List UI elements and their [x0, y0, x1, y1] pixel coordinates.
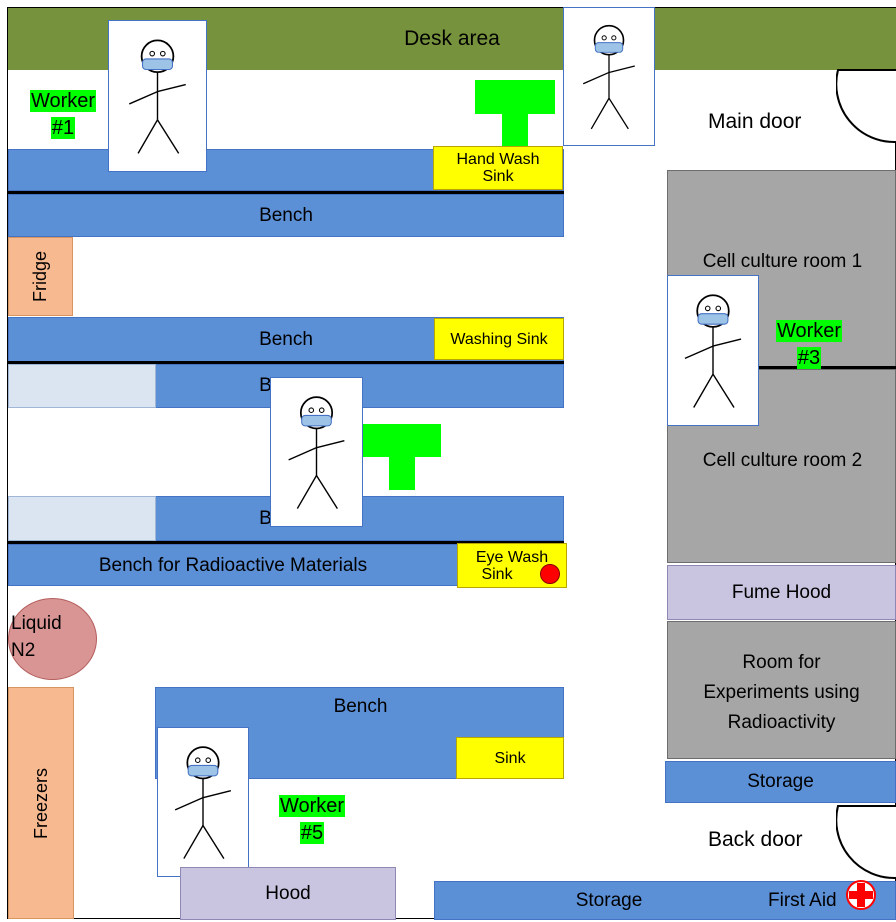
person-worker-1	[108, 20, 207, 172]
bench-divider-line	[8, 361, 564, 364]
bench-1: Bench	[8, 194, 564, 237]
worker-3-label: Worker #3	[776, 320, 843, 369]
storage-right: Storage	[665, 761, 896, 803]
red-dot-icon	[540, 564, 560, 584]
worker-1-label: Worker #1	[30, 90, 97, 139]
stick-figure-with-mask-icon	[287, 396, 346, 510]
main-door-label: Main door	[708, 110, 802, 133]
washing-sink: Washing Sink	[434, 318, 564, 360]
first-aid-label: First Aid	[768, 890, 837, 911]
back-door-label: Back door	[708, 828, 803, 851]
room-divider-line	[667, 366, 896, 369]
sink: Sink	[456, 737, 564, 779]
freezers: Freezers	[8, 687, 74, 919]
hood: Hood	[180, 867, 396, 920]
stick-figure-with-mask-icon	[174, 746, 232, 860]
person-middle-aisle-overlay	[270, 377, 363, 527]
worker-5-label: Worker #5	[279, 795, 346, 844]
storage-bottom: Storage	[434, 881, 896, 920]
fume-hood: Fume Hood	[667, 565, 896, 620]
fridge: Fridge	[8, 237, 73, 316]
person-worker-3	[667, 275, 759, 426]
bench-divider-line	[8, 191, 564, 194]
t-shaped-safety-shower-icon	[475, 80, 555, 146]
bench-3-empty-section	[8, 364, 156, 408]
liquid-n2-tank: Liquid N2	[8, 598, 97, 680]
back-door	[836, 804, 896, 880]
door-swing-icon	[836, 69, 896, 144]
person-near-main-door	[563, 7, 655, 146]
bench-4-empty-section	[8, 496, 156, 541]
stick-figure-with-mask-icon	[128, 39, 187, 155]
main-door	[836, 68, 896, 148]
room-for-experiments-using-radioactivity: Room for Experiments using Radioactivity	[667, 621, 896, 759]
hand-wash-sink: Hand Wash Sink	[433, 146, 563, 190]
door-swing-icon	[836, 805, 896, 880]
stick-figure-with-mask-icon	[582, 24, 636, 130]
desk-area-label: Desk area	[404, 27, 500, 50]
person-worker-5	[157, 727, 249, 877]
t-shaped-safety-shower-icon	[363, 424, 441, 490]
bench-divider-line	[8, 541, 564, 544]
stick-figure-with-mask-icon	[684, 294, 742, 409]
red-cross-icon	[846, 880, 876, 910]
